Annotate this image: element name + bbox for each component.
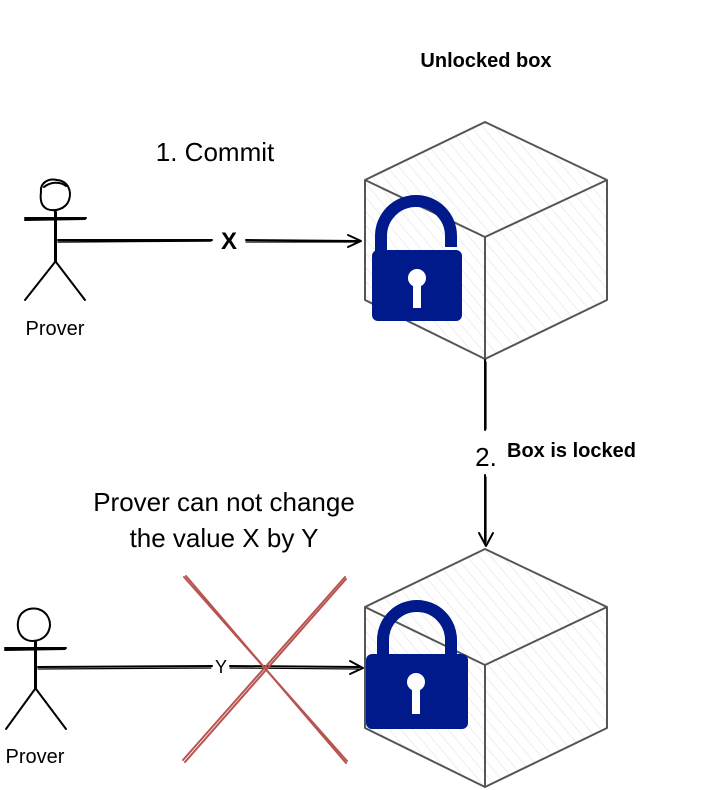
stick-figure-icon <box>4 607 67 730</box>
cannot-change-line1: Prover can not change <box>93 487 355 517</box>
commit-label: 1. Commit <box>156 137 275 167</box>
unlocked-box-label: Unlocked box <box>420 50 551 72</box>
commit-arrow <box>57 234 362 248</box>
closed-padlock-icon <box>366 600 468 729</box>
stick-figure-icon <box>24 178 87 301</box>
prover-bottom-label: Prover <box>6 746 65 768</box>
open-padlock-icon <box>372 195 462 321</box>
unlocked-box-cube <box>364 121 608 360</box>
change-arrow <box>37 660 364 675</box>
lock-arrow <box>478 359 494 547</box>
box-is-locked-label: Box is locked <box>507 440 636 462</box>
red-x-cross <box>182 575 348 764</box>
commit-value-x: X <box>221 228 237 255</box>
prover-top-label: Prover <box>26 318 85 340</box>
cannot-change-line2: the value X by Y <box>130 523 319 553</box>
change-value-y: Y <box>215 657 227 677</box>
step-two-label: 2. <box>475 442 497 472</box>
